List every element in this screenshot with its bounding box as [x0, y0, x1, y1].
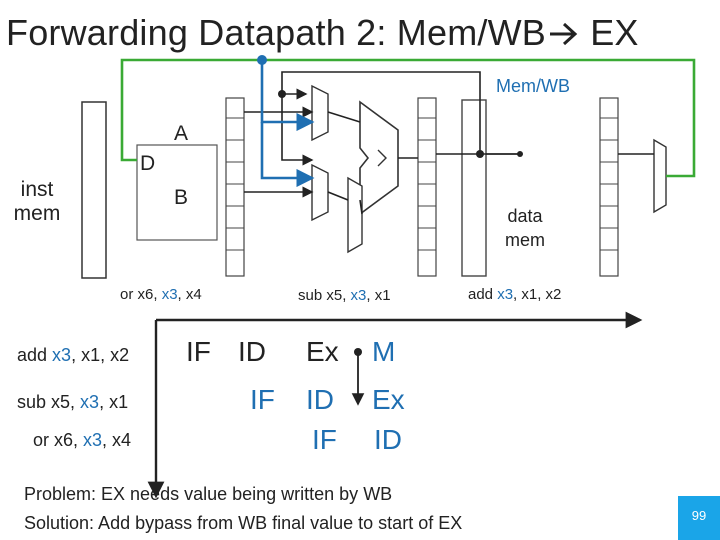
stage-m-row1: M [372, 336, 396, 367]
stage-id-row3: ID [374, 424, 402, 455]
forward-wire-b [260, 122, 315, 188]
forward-mux-b [311, 163, 329, 222]
instruction-add: add x3, x1, x2 [17, 345, 129, 366]
forward-mux-a [311, 84, 329, 142]
data-mem-block [461, 99, 487, 277]
label-text: or x6, [120, 286, 162, 303]
instr-text: add [17, 345, 53, 365]
instr-text: sub x5, [17, 392, 81, 412]
inst-mem-line2: mem [13, 202, 61, 225]
instruction-or: or x6, x3, x4 [33, 430, 131, 451]
label-reg: x3 [497, 286, 514, 303]
stage-ex-row2: Ex [372, 384, 405, 415]
writeback-mux [653, 138, 667, 214]
instr-text: or x6, [33, 430, 84, 450]
stage-if-row3: IF [312, 424, 337, 455]
reg-a-label: A [174, 122, 189, 145]
wb-bypass-wire [120, 58, 696, 178]
pipeline-reg-ex-mem [417, 97, 437, 277]
instr-text: , x1, x2 [71, 345, 130, 365]
mem-wb-label: Mem/WB [496, 76, 570, 96]
instr-text: , x4 [102, 430, 132, 450]
title-text: Forwarding Datapath 2: Mem/WB [6, 12, 546, 53]
stage-if-row1: IF [186, 336, 211, 367]
stage-id-row2: ID [306, 384, 334, 415]
inst-mem-line1: inst [20, 178, 54, 201]
instr-reg: x3 [52, 345, 72, 365]
pipeline-label-ex: sub x5, x3, x1 [298, 287, 391, 304]
label-reg: x3 [161, 286, 178, 303]
pipeline-label-id: or x6, x3, x4 [120, 286, 202, 303]
label-text: sub x5, [298, 287, 351, 304]
pipeline-reg-mem-wb [599, 97, 619, 277]
pipeline-label-mem: add x3, x1, x2 [468, 286, 561, 303]
inst-mem-block [81, 101, 107, 279]
data-mem-line1: data [507, 206, 543, 226]
label-text: , x1 [366, 287, 391, 304]
problem-text: Problem: EX needs value being written by… [24, 484, 393, 504]
stage-id-row1: ID [238, 336, 266, 367]
instruction-sub: sub x5, x3, x1 [17, 392, 128, 413]
register-file [136, 144, 218, 241]
reg-d-label: D [140, 152, 156, 175]
stage-ex-row1: Ex [306, 336, 339, 367]
alu [359, 100, 399, 216]
label-text: , x4 [177, 286, 202, 303]
title-text-ex: EX [590, 12, 639, 53]
imm-mux [347, 176, 363, 254]
instr-reg: x3 [83, 430, 103, 450]
label-text: , x1, x2 [513, 286, 562, 303]
reg-b-label: B [174, 186, 189, 209]
slide-title: Forwarding Datapath 2: Mem/WB EX [6, 12, 639, 54]
solution-text: Solution: Add bypass from WB final value… [24, 513, 463, 533]
pipeline-reg-id-ex [225, 97, 245, 277]
label-text: add [468, 286, 498, 303]
instr-text: , x1 [99, 392, 129, 412]
label-reg: x3 [350, 287, 367, 304]
instr-reg: x3 [80, 392, 100, 412]
stage-if-row2: IF [250, 384, 275, 415]
data-mem-line2: mem [505, 230, 545, 250]
right-arrow-icon [550, 22, 578, 46]
data-mem-label: data mem [496, 204, 554, 252]
page-number: 99 [678, 496, 720, 540]
